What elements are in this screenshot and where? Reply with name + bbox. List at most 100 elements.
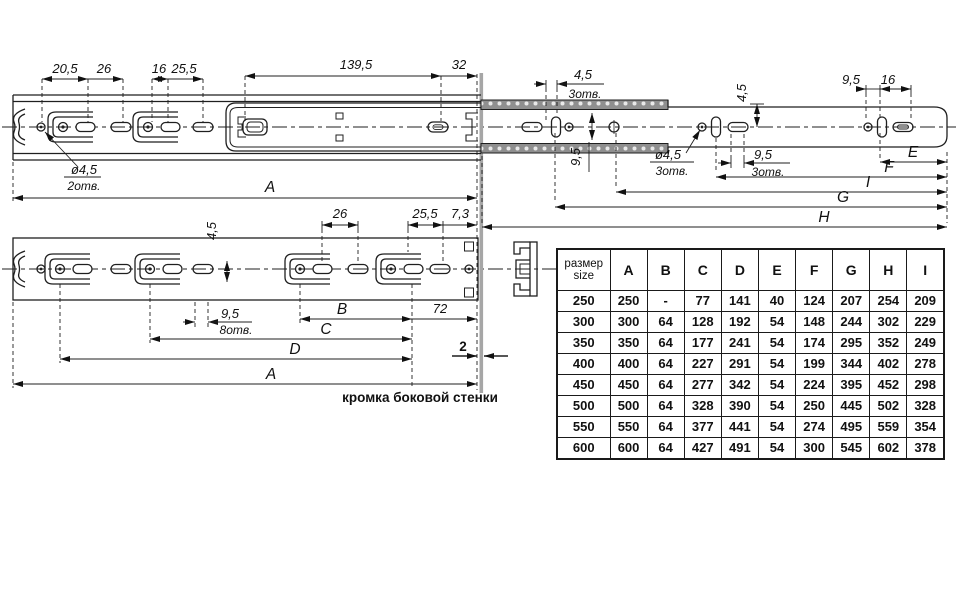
ball-bearing-strip-top — [480, 99, 669, 110]
dim-16-top: 16 — [152, 61, 167, 76]
dim-20-5: 20,5 — [51, 61, 78, 76]
dim-25-5-bottom: 25,5 — [411, 206, 438, 221]
callout-3-holes-2: 3отв. — [656, 164, 689, 178]
size-table-cell: 342 — [720, 374, 759, 396]
middle-rail-holes — [242, 112, 449, 142]
dim-26-bottom: 26 — [332, 206, 348, 221]
size-table-cell: 402 — [869, 353, 908, 375]
dim-9-5-bottom: 9,5 — [221, 306, 240, 321]
size-table-cell: 550 — [609, 416, 648, 438]
rail-cross-section — [513, 241, 538, 297]
dim-letter-a-bottom: A — [265, 366, 276, 383]
size-table-cell: 452 — [869, 374, 908, 396]
header-col-d: D — [720, 248, 759, 291]
size-table-header: размер size A B C D E F G H I — [556, 248, 945, 291]
size-table-cell: 350 — [556, 332, 611, 354]
size-table-cell: 128 — [683, 311, 722, 333]
size-table-cell: 174 — [795, 332, 834, 354]
size-table-cell: 445 — [832, 395, 871, 417]
size-table-cell: 250 — [795, 395, 834, 417]
size-table-cell: 177 — [683, 332, 722, 354]
size-table-cell: 545 — [832, 437, 871, 460]
dim-9-5-right: 9,5 — [842, 72, 861, 87]
dim-letter-g: G — [837, 189, 849, 206]
header-col-h: H — [869, 248, 908, 291]
size-table-cell: 352 — [869, 332, 908, 354]
size-table-cell: 54 — [757, 332, 797, 354]
dim-32: 32 — [452, 57, 467, 72]
callout-dia-4-5: ø4,5 — [71, 162, 98, 177]
dim-9-5-vert: 9,5 — [568, 147, 583, 166]
size-table-cell: 450 — [556, 374, 611, 396]
size-table-cell: 291 — [720, 353, 759, 375]
size-table-cell: 192 — [720, 311, 759, 333]
dim-25-5-top: 25,5 — [170, 61, 197, 76]
size-table-cell: 207 — [832, 290, 871, 312]
callout-2-holes: 2отв. — [67, 179, 101, 193]
size-table-cell: 64 — [646, 374, 685, 396]
size-table-cell: 378 — [906, 437, 945, 460]
dim-letter-i: I — [866, 174, 871, 191]
size-table-cell: 491 — [720, 437, 759, 460]
size-table-cell: 500 — [556, 395, 611, 417]
size-table-cell: 64 — [646, 332, 685, 354]
size-table-cell: 600 — [609, 437, 648, 460]
size-table-cell: 199 — [795, 353, 834, 375]
size-table-cell: 249 — [906, 332, 945, 354]
size-table-cell: 244 — [832, 311, 871, 333]
size-table-cell: 295 — [832, 332, 871, 354]
size-table-cell: 500 — [609, 395, 648, 417]
dim-letter-h: H — [818, 209, 830, 226]
size-table-cell: 300 — [556, 311, 611, 333]
size-table-cell: 400 — [609, 353, 648, 375]
size-table-cell: 395 — [832, 374, 871, 396]
dim-letter-f: F — [884, 159, 895, 176]
dim-letter-d: D — [289, 341, 300, 358]
size-table-cell: 64 — [646, 416, 685, 438]
dim-4-5-vert-bottom: 4,5 — [204, 221, 219, 240]
dim-7-3: 7,3 — [451, 206, 470, 221]
dim-4-5-vert-right: 4,5 — [734, 83, 749, 102]
size-table-cell: 400 — [556, 353, 611, 375]
size-table-cell: 54 — [757, 395, 797, 417]
size-table-cell: 377 — [683, 416, 722, 438]
size-table-cell: 54 — [757, 416, 797, 438]
size-table-cell: 450 — [609, 374, 648, 396]
size-table-cell: 300 — [795, 437, 834, 460]
size-table-cell: 354 — [906, 416, 945, 438]
header-size-ru: размер — [564, 258, 604, 270]
dimension-labels: 20,5 26 16 25,5 139,5 32 ø4,5 2отв. A 4,… — [51, 57, 918, 405]
size-table-cell: 250 — [556, 290, 611, 312]
header-col-c: C — [683, 248, 722, 291]
size-table-cell: 77 — [683, 290, 722, 312]
size-table-cell: 550 — [556, 416, 611, 438]
size-table-cell: 54 — [757, 374, 797, 396]
header-size: размер size — [556, 248, 611, 291]
size-table-cell: 328 — [906, 395, 945, 417]
size-table-cell: 298 — [906, 374, 945, 396]
size-table-cell: 241 — [720, 332, 759, 354]
size-table-cell: 64 — [646, 311, 685, 333]
size-table-cell: 344 — [832, 353, 871, 375]
size-table-cell: 302 — [869, 311, 908, 333]
size-table-cell: 600 — [556, 437, 611, 460]
size-table-cell: 602 — [869, 437, 908, 460]
header-col-f: F — [795, 248, 834, 291]
size-table-cell: 54 — [757, 311, 797, 333]
size-table-cell: 495 — [832, 416, 871, 438]
dim-letter-b: B — [337, 301, 347, 318]
header-col-g: G — [832, 248, 871, 291]
size-table-cell: 390 — [720, 395, 759, 417]
callout-3-holes-1: 3отв. — [569, 87, 602, 101]
size-table-cell: 64 — [646, 395, 685, 417]
